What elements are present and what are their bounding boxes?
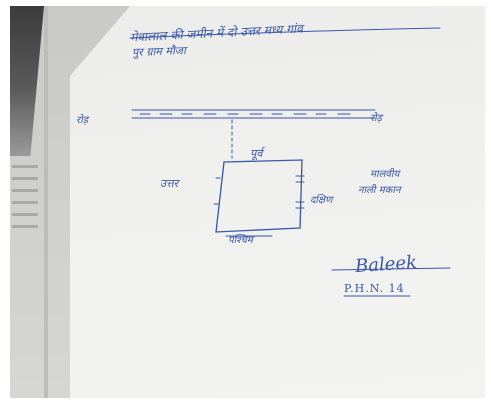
printed-text-lines: [12, 156, 38, 237]
direction-west-label: उत्तर: [160, 177, 179, 190]
page-fold-edge: [44, 6, 48, 398]
signature-caption: P.H.N. 14: [344, 282, 405, 295]
road-label-right: रोड़: [370, 113, 383, 124]
printed-line: [12, 213, 38, 216]
site-sketch: [129, 27, 451, 297]
printed-line: [12, 189, 38, 192]
annotation-bottom-right: नाली मकान: [358, 185, 401, 196]
direction-north-label: पूर्व: [250, 147, 263, 160]
printed-line: [12, 165, 38, 168]
printed-line: [12, 177, 38, 180]
printed-line: [12, 201, 38, 204]
road-label-left: रोड़: [76, 115, 89, 126]
annotation-top-right: मालवीय: [370, 169, 400, 180]
printed-line: [12, 225, 38, 228]
direction-east-label: दक्षिण: [310, 195, 333, 206]
document-photo: मेवालाल की जमीन में दो उत्तर मध्य गांव प…: [10, 6, 485, 398]
handwritten-sheet: [70, 6, 485, 398]
direction-south-label: पश्चिम: [228, 235, 253, 246]
